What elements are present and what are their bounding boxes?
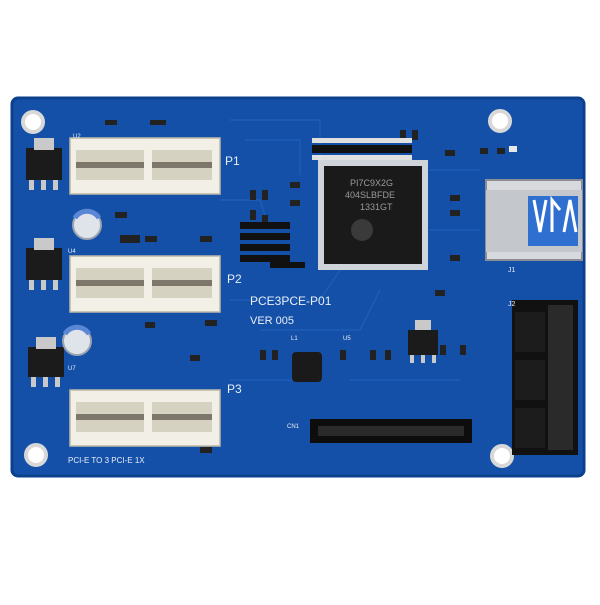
voltage-regulator-u4 xyxy=(26,238,62,290)
label-p1: P1 xyxy=(225,154,240,168)
chip-marking-2: 404SLBFDE xyxy=(345,190,395,200)
chip-marking-1: PI7C9X2G xyxy=(350,178,393,188)
usb-3-port xyxy=(485,179,583,261)
mounting-holes xyxy=(21,109,514,468)
pcie-slot-p2 xyxy=(69,255,221,313)
capacitor-c20 xyxy=(72,208,102,240)
label-p3: P3 xyxy=(227,382,242,396)
bottom-caption: PCI-E TO 3 PCI-E 1X xyxy=(68,456,145,465)
chip-marking-3: 1331GT xyxy=(360,202,393,212)
led xyxy=(509,146,517,152)
resistor-arrays xyxy=(240,145,412,268)
label-p2: P2 xyxy=(227,272,242,286)
smd-components xyxy=(105,120,505,453)
power-connector xyxy=(512,300,578,455)
pin-pads xyxy=(312,138,412,160)
label-j1: J1 xyxy=(508,267,516,274)
voltage-regulator-u2 xyxy=(26,138,62,190)
label-u2: U2 xyxy=(73,134,81,140)
card-edge-connector xyxy=(310,419,472,443)
pcie-slot-p1 xyxy=(69,137,221,195)
label-u4: U4 xyxy=(68,249,76,255)
voltage-regulator-u7 xyxy=(28,337,64,387)
label-l1: L1 xyxy=(291,336,298,342)
label-u7: U7 xyxy=(68,366,76,372)
label-cn1: CN1 xyxy=(287,424,300,430)
pcie-slot-p3 xyxy=(69,389,221,447)
voltage-regulator-right xyxy=(408,320,438,363)
version-label: VER 005 xyxy=(250,315,294,327)
label-u5: U5 xyxy=(343,336,351,342)
pcie-switch-chip: PI7C9X2G 404SLBFDE 1331GT xyxy=(318,160,428,270)
label-j2: J2 xyxy=(508,301,516,308)
model-label: PCE3PCE-P01 xyxy=(250,294,332,308)
inductor xyxy=(292,352,322,382)
capacitor-c39 xyxy=(62,324,92,356)
